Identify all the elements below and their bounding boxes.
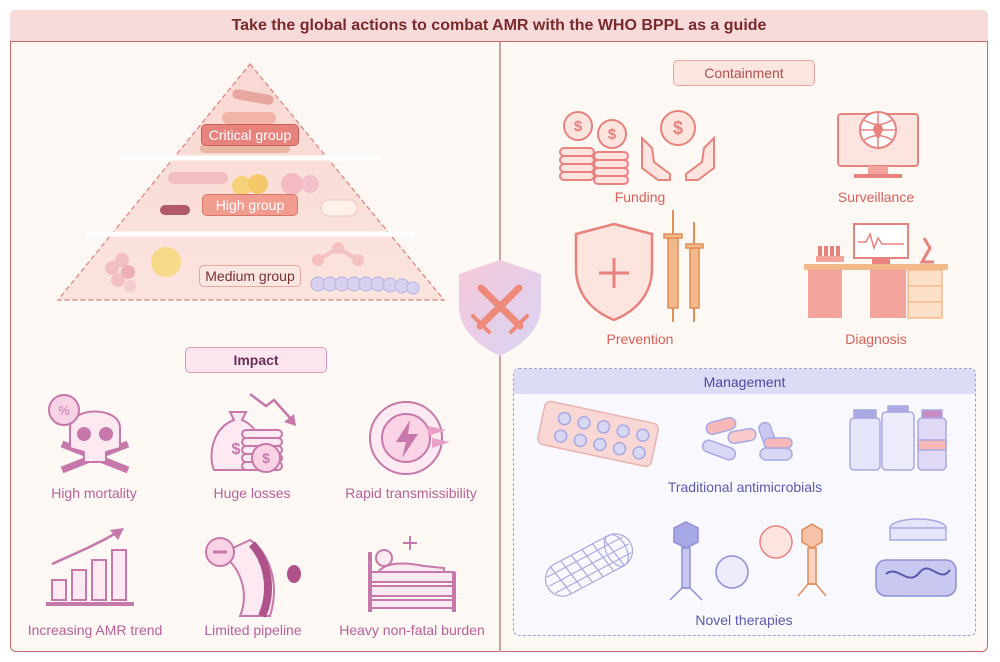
containment-label-prevention: Prevention	[606, 331, 674, 347]
impact-header: Impact	[185, 347, 327, 373]
high-group-label: High group	[202, 194, 298, 216]
pipeline-icon	[205, 537, 301, 618]
containment-header: Containment	[673, 60, 815, 86]
impact-label-non-fatal-burden: Heavy non-fatal burden	[339, 622, 485, 638]
management-label-novel: Novel therapies	[695, 612, 793, 628]
impact-label-limited-pipeline: Limited pipeline	[204, 622, 302, 638]
vials-icon	[849, 405, 947, 471]
containment-label-surveillance: Surveillance	[837, 189, 915, 205]
prevention-shield-icon	[574, 210, 704, 322]
svg-text:$: $	[608, 126, 617, 143]
svg-text:$: $	[574, 118, 583, 135]
money-bag-coins-icon: $ $	[210, 393, 296, 473]
skull-crossbones-icon: %	[48, 394, 130, 474]
trend-bar-chart-icon	[46, 528, 134, 606]
impact-label-rapid-transmissibility: Rapid transmissibility	[345, 485, 477, 501]
nanotube-icon	[544, 533, 634, 597]
management-label-traditional: Traditional antimicrobials	[667, 479, 823, 495]
hospital-bed-icon	[368, 536, 456, 612]
impact-label-amr-trend: Increasing AMR trend	[27, 622, 163, 638]
svg-text:$: $	[262, 450, 270, 466]
phage-virus-icon	[669, 521, 827, 601]
transmission-icon	[369, 401, 450, 475]
management-header: Management	[514, 369, 975, 394]
containment-label-funding: Funding	[614, 189, 666, 205]
hydrogel-icon	[875, 518, 957, 597]
critical-group-label: Critical group	[201, 124, 299, 146]
shield-swords-icon	[459, 260, 541, 356]
surveillance-monitor-icon	[837, 111, 919, 178]
containment-label-diagnosis: Diagnosis	[845, 331, 907, 347]
svg-text:$: $	[673, 118, 683, 138]
diagnosis-lab-desk-icon	[804, 223, 948, 319]
capsules-icon	[701, 416, 793, 461]
pill-blister-icon	[537, 400, 660, 468]
impact-label-high-mortality: High mortality	[51, 485, 137, 501]
funding-icon: $ $ $	[559, 110, 715, 185]
svg-text:$: $	[232, 441, 241, 458]
svg-text:%: %	[58, 403, 70, 418]
medium-group-label: Medium group	[199, 265, 301, 287]
page-title: Take the global actions to combat AMR wi…	[10, 10, 988, 42]
impact-label-huge-losses: Huge losses	[213, 485, 291, 501]
